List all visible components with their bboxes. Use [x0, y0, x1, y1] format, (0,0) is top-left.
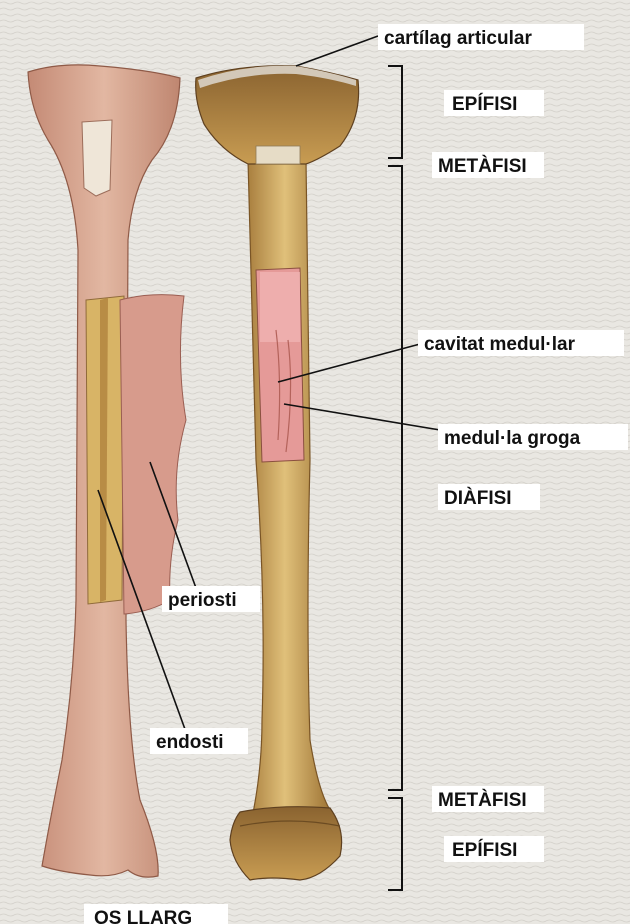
caption-os-llarg: OS LLARG	[94, 908, 192, 924]
label-cavitat-medullar: cavitat medul·lar	[424, 334, 576, 355]
label-epifisi-top: EPÍFISI	[452, 93, 517, 115]
label-medulla-groga: medul·la groga	[444, 428, 581, 449]
label-endosti: endosti	[156, 732, 224, 753]
label-metafisi-bottom: METÀFISI	[438, 789, 527, 811]
label-diafisi: DIÀFISI	[444, 487, 512, 509]
label-epifisi-bottom: EPÍFISI	[452, 839, 517, 861]
label-periosti: periosti	[168, 590, 237, 611]
label-metafisi-top: METÀFISI	[438, 155, 527, 177]
label-cartilag-articular: cartílag articular	[384, 28, 532, 49]
